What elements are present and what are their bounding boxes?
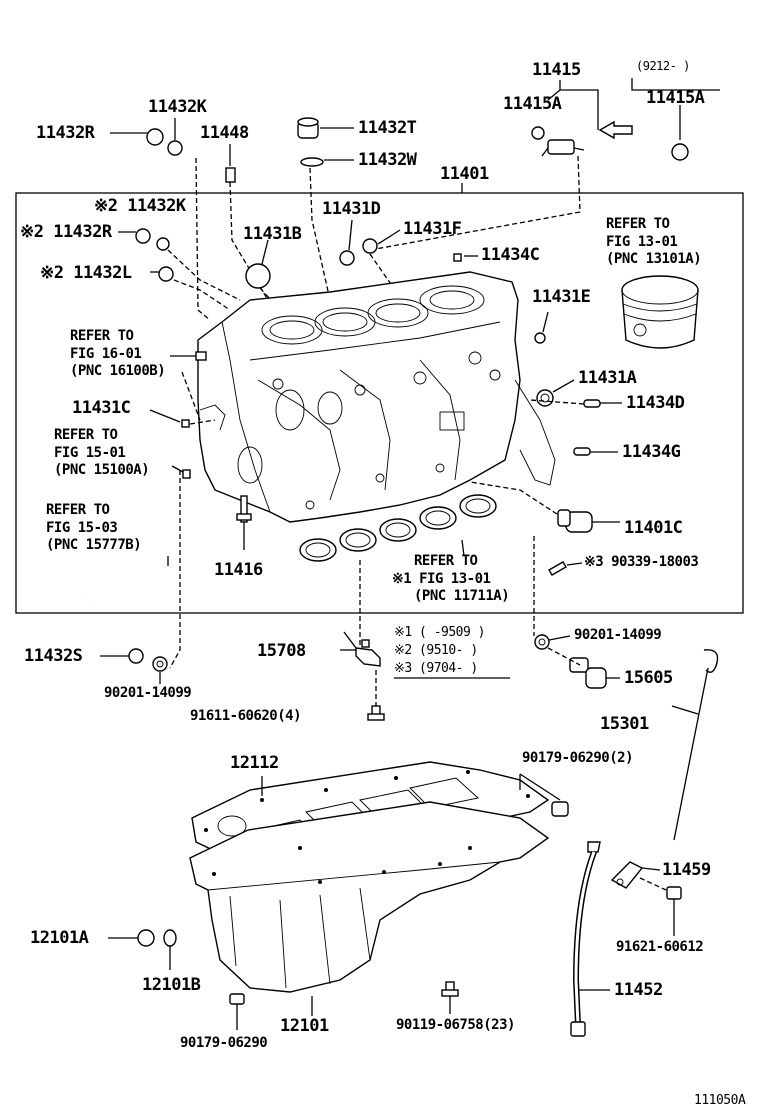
part-number-11432r[interactable]: 11432R — [36, 123, 95, 143]
part-number-11415a-right[interactable]: 11415A — [646, 88, 705, 108]
part-number-11432r-note2[interactable]: ※2 11432R — [20, 222, 112, 242]
part-number-91611-60620[interactable]: 91611-60620(4) — [190, 708, 302, 724]
refer-line: (PNC 15100A) — [54, 462, 150, 478]
part-number-11416[interactable]: 11416 — [214, 560, 263, 580]
part-number-11448[interactable]: 11448 — [200, 123, 249, 143]
part-number-90201-14099-left[interactable]: 90201-14099 — [104, 685, 192, 701]
part-number-11431d[interactable]: 11431D — [322, 199, 381, 219]
refer-fig-15-01[interactable]: REFER TO FIG 15-01 (PNC 15100A) — [54, 427, 150, 480]
refer-line: FIG 16-01 — [70, 345, 142, 362]
part-number-90201-14099-right[interactable]: 90201-14099 — [574, 627, 662, 643]
part-number-11434d[interactable]: 11434D — [626, 393, 685, 413]
part-number-11431e[interactable]: 11431E — [532, 287, 591, 307]
part-number-12101b[interactable]: 12101B — [142, 975, 201, 995]
part-number-11401c[interactable]: 11401C — [624, 518, 683, 538]
part-number-90179-06290[interactable]: 90179-06290 — [180, 1035, 268, 1051]
cylinder-block — [197, 271, 556, 523]
part-number-11432s[interactable]: 11432S — [24, 646, 83, 666]
oil-dipstick — [671, 649, 719, 841]
part-number-91621-60612[interactable]: 91621-60612 — [616, 939, 704, 955]
refer-line: (PNC 16100B) — [70, 363, 166, 379]
part-number-11401[interactable]: 11401 — [440, 164, 489, 184]
part-number-11459[interactable]: 11459 — [662, 860, 711, 880]
piston — [621, 275, 699, 349]
refer-line: REFER TO — [414, 553, 478, 569]
refer-fig-15-03[interactable]: REFER TO FIG 15-03 (PNC 15777B) — [46, 502, 142, 555]
part-number-11434c[interactable]: 11434C — [481, 245, 540, 265]
part-number-11432t[interactable]: 11432T — [358, 118, 417, 138]
part-number-11431c[interactable]: 11431C — [72, 398, 131, 418]
oil-filter-union — [557, 509, 620, 533]
part-number-11431f[interactable]: 11431F — [403, 219, 462, 239]
refer-line: REFER TO — [606, 216, 670, 232]
date-range-9212: (9212- ) — [636, 59, 690, 73]
stud-bolt — [236, 495, 252, 550]
part-number-11434g[interactable]: 11434G — [622, 442, 681, 462]
oil-pan — [189, 801, 550, 993]
figure-id: 111050A — [694, 1093, 746, 1108]
oil-strainer-bracket — [340, 631, 381, 667]
drain-union — [569, 657, 620, 689]
dipstick-guide — [570, 841, 610, 1037]
refer-line: FIG 15-03 — [46, 519, 118, 536]
part-number-12101a[interactable]: 12101A — [30, 928, 89, 948]
part-number-12101[interactable]: 12101 — [280, 1016, 329, 1036]
part-number-15301[interactable]: 15301 — [600, 714, 649, 734]
part-number-15708[interactable]: 15708 — [257, 641, 306, 661]
part-number-15605[interactable]: 15605 — [624, 668, 673, 688]
part-number-12112[interactable]: 12112 — [230, 753, 279, 773]
refer-fig-13-01-piston[interactable]: REFER TO FIG 13-01 (PNC 13101A) — [606, 216, 702, 269]
part-number-11431b[interactable]: 11431B — [243, 224, 302, 244]
oil-pressure-switch — [541, 139, 585, 157]
part-number-11415a-left[interactable]: 11415A — [503, 94, 562, 114]
refer-line: (PNC 13101A) — [606, 251, 702, 267]
crankshaft-bearings — [299, 494, 497, 562]
footnote-1: ※1 ( -9509 ) — [394, 625, 486, 640]
guide-bracket — [610, 861, 661, 889]
part-number-11432k[interactable]: 11432K — [148, 97, 207, 117]
part-number-11432w[interactable]: 11432W — [358, 150, 417, 170]
part-number-11432l-note2[interactable]: ※2 11432L — [40, 263, 132, 283]
part-number-11415[interactable]: 11415 — [532, 60, 581, 80]
refer-line: ※1 FIG 13-01 — [392, 570, 491, 587]
footnote-2: ※2 (9510- ) — [394, 643, 478, 658]
refer-line: FIG 15-01 — [54, 444, 126, 461]
part-number-90179-06290-2[interactable]: 90179-06290(2) — [522, 750, 634, 766]
refer-line: REFER TO — [70, 328, 134, 344]
refer-line: (PNC 15777B) — [46, 537, 142, 553]
part-number-11452[interactable]: 11452 — [614, 980, 663, 1000]
part-number-90339-18003[interactable]: ※3 90339-18003 — [584, 554, 699, 570]
footnote-3: ※3 (9704- ) — [394, 661, 478, 676]
part-number-11432k-note2[interactable]: ※2 11432K — [94, 196, 186, 216]
part-number-11431a[interactable]: 11431A — [578, 368, 637, 388]
refer-fig-13-01-bearing[interactable]: REFER TO ※1 FIG 13-01 (PNC 11711A) — [392, 553, 510, 606]
refer-line: REFER TO — [54, 427, 118, 443]
refer-fig-16-01[interactable]: REFER TO FIG 16-01 (PNC 16100B) — [70, 328, 166, 381]
refer-line: FIG 13-01 — [606, 233, 678, 250]
cylinder-block-group-frame — [15, 192, 744, 614]
refer-line: REFER TO — [46, 502, 110, 518]
refer-line: (PNC 11711A) — [414, 588, 510, 604]
part-number-90119-06758[interactable]: 90119-06758(23) — [396, 1017, 515, 1033]
